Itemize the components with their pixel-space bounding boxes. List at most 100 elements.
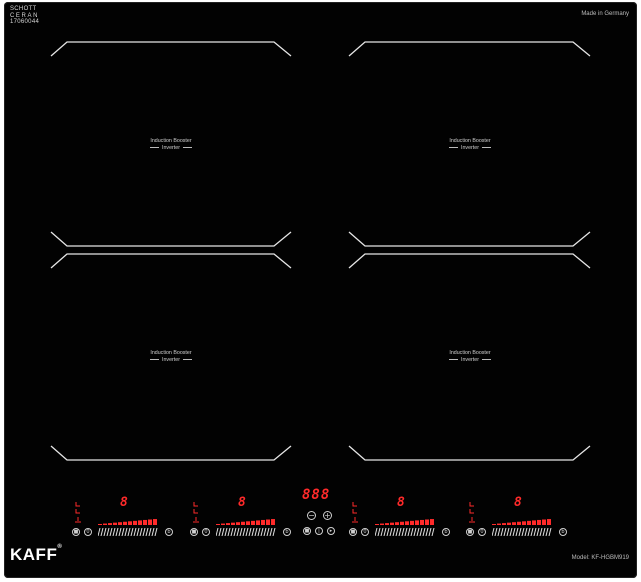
power-level-segment: [221, 523, 225, 525]
power-level-segment: [251, 520, 255, 525]
zone-3-label-line2: Inverter: [162, 356, 180, 363]
zone-3-label: Induction Booster Inverter: [131, 350, 211, 363]
power-level-segment: [430, 519, 434, 525]
power-level-segment: [256, 520, 260, 525]
power-level-segment: [527, 520, 531, 525]
power-level-segment: [537, 519, 541, 525]
power-level-segment: [266, 519, 270, 525]
zone-4-off-icon[interactable]: 0: [478, 528, 486, 536]
zone-1-power-display: 8: [120, 495, 128, 510]
power-level-segment: [502, 523, 506, 525]
zone-1-top-bracket: [50, 41, 292, 57]
power-level-segment: [522, 521, 526, 525]
power-level-segment: [375, 524, 379, 525]
power-level-segment: [492, 524, 496, 525]
zone-1-label-line1: Induction Booster: [150, 138, 192, 144]
power-level-segment: [103, 523, 107, 525]
brand-line-2: CERAN: [10, 12, 40, 19]
zone-3-bottom-bracket: [50, 445, 292, 461]
zone-2-bottom-bracket: [348, 231, 591, 247]
zone-3-boost-icon[interactable]: b: [442, 528, 450, 536]
power-level-segment: [542, 519, 546, 525]
zone-2-label-line1: Induction Booster: [449, 138, 491, 144]
zone-1-select-icon[interactable]: ■: [72, 528, 80, 536]
zone-1-boost-icon[interactable]: b: [165, 528, 173, 536]
zone-2-select-icon[interactable]: ■: [190, 528, 198, 536]
power-level-segment: [236, 522, 240, 525]
glass-brand-label: SCHOTT CERAN 17060044: [10, 6, 39, 26]
power-level-segment: [231, 522, 235, 525]
zone-4-label: Induction Booster Inverter: [430, 350, 510, 363]
zone-4-power-slider[interactable]: [492, 528, 554, 536]
power-level-segment: [261, 519, 265, 525]
zone-3-power-level-bar: [375, 519, 434, 525]
power-level-segment: [226, 523, 230, 525]
timer-display: 888: [302, 487, 331, 503]
zone-1-label-line2: Inverter: [162, 144, 180, 151]
zone-4-indicator-leds: [468, 500, 476, 524]
power-level-segment: [108, 523, 112, 525]
power-level-segment: [410, 520, 414, 525]
zone-4-power-level-bar: [492, 519, 551, 525]
power-level-segment: [153, 519, 157, 525]
logo-text: KAFF: [10, 545, 58, 564]
zone-1-power-level-bar: [98, 519, 157, 525]
zone-4-boost-icon[interactable]: b: [559, 528, 567, 536]
zone-2-top-bracket: [348, 41, 591, 57]
zone-4-power-display: 8: [514, 495, 522, 510]
zone-4-bottom-bracket: [348, 445, 591, 461]
power-level-segment: [241, 521, 245, 525]
brand-line-1: SCHOTT: [10, 6, 37, 12]
zone-3-off-icon[interactable]: 0: [361, 528, 369, 536]
power-level-segment: [385, 523, 389, 525]
power-level-segment: [143, 519, 147, 525]
power-level-segment: [128, 521, 132, 525]
power-level-segment: [246, 521, 250, 525]
model-label: Model: KF-HGBM919: [571, 555, 629, 561]
logo-registered-mark: ®: [57, 544, 63, 550]
cooktop-glass-panel: [4, 2, 637, 578]
zone-indicator-icon: [75, 502, 81, 523]
power-level-segment: [547, 519, 551, 525]
zone-indicator-icon: [352, 502, 358, 523]
power-level-segment: [138, 520, 142, 525]
zone-2-label-line2: Inverter: [461, 144, 479, 151]
play-pause-icon[interactable]: ▸: [327, 527, 335, 535]
brand-line-3: 17060044: [10, 19, 40, 25]
power-level-segment: [415, 520, 419, 525]
zone-2-boost-icon[interactable]: b: [283, 528, 291, 536]
power-level-segment: [420, 519, 424, 525]
power-level-segment: [133, 520, 137, 525]
power-level-segment: [118, 522, 122, 525]
zone-2-off-icon[interactable]: 0: [202, 528, 210, 536]
power-level-segment: [405, 521, 409, 525]
lock-icon[interactable]: ■: [303, 527, 311, 535]
made-in-label: Made in Germany: [581, 11, 629, 17]
zone-3-power-slider[interactable]: [375, 528, 437, 536]
zone-2-label: Induction Booster Inverter: [430, 138, 510, 151]
power-level-segment: [148, 519, 152, 525]
zone-3-power-display: 8: [397, 495, 405, 510]
zone-4-select-icon[interactable]: ■: [466, 528, 474, 536]
power-level-segment: [400, 521, 404, 525]
zone-1-off-icon[interactable]: 0: [84, 528, 92, 536]
zone-2-power-slider[interactable]: [216, 528, 278, 536]
power-level-segment: [517, 521, 521, 525]
zone-1-power-slider[interactable]: [98, 528, 160, 536]
zone-4-label-line2: Inverter: [461, 356, 479, 363]
zone-2-power-level-bar: [216, 519, 275, 525]
zone-1-bottom-bracket: [50, 231, 292, 247]
power-level-segment: [123, 521, 127, 525]
plus-icon[interactable]: +: [323, 511, 332, 520]
zone-2-indicator-leds: [192, 500, 200, 524]
power-icon[interactable]: |: [315, 527, 323, 535]
power-level-segment: [390, 522, 394, 525]
zone-indicator-icon: [469, 502, 475, 523]
minus-icon[interactable]: −: [307, 511, 316, 520]
zone-3-indicator-leds: [351, 500, 359, 524]
power-level-segment: [271, 519, 275, 525]
zone-3-select-icon[interactable]: ■: [349, 528, 357, 536]
power-level-segment: [497, 523, 501, 525]
power-level-segment: [395, 522, 399, 525]
zone-4-label-line1: Induction Booster: [449, 350, 491, 356]
